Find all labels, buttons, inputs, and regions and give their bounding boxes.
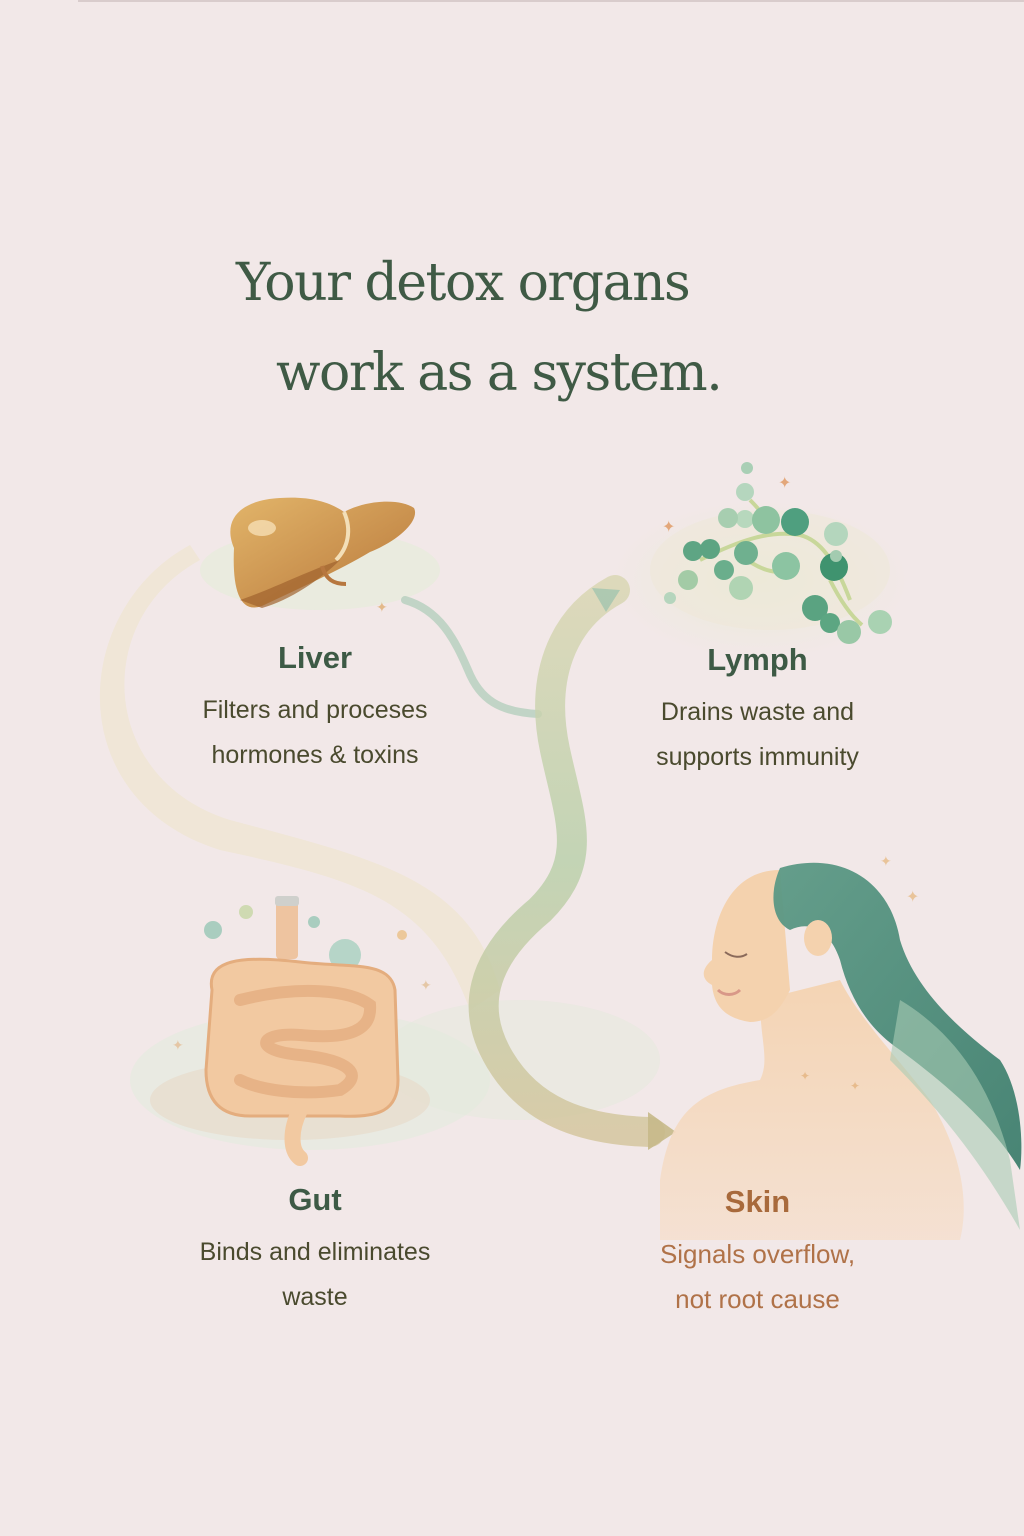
organ-card-gut: Gut Binds and eliminates waste (160, 1180, 470, 1320)
sparkle-icon: ✦ (778, 473, 791, 492)
top-divider (78, 0, 1024, 2)
organ-desc-line-2: waste (282, 1283, 348, 1311)
organ-desc-line-1: Signals overflow, (659, 1239, 856, 1269)
title-line-2: work as a system. (276, 343, 723, 403)
sparkle-icon: ✦ (906, 887, 919, 906)
sparkle-icon: ✦ (850, 1079, 860, 1093)
organ-desc-line-2: supports immunity (656, 743, 859, 771)
flow-arrow-liver-lymph (401, 596, 542, 718)
organ-card-liver: Liver Filters and proceses hormones & to… (160, 638, 470, 778)
organ-desc-line-2: hormones & toxins (211, 741, 419, 769)
sparkle-icon: ✦ (172, 1038, 184, 1054)
title-line-1: Your detox organs (236, 253, 691, 313)
organ-name: Lymph (707, 642, 808, 677)
arrowhead-up-icon (592, 588, 620, 612)
organ-desc-line-2: not root cause (675, 1284, 840, 1314)
organ-name: Liver (277, 640, 353, 675)
organ-desc-line-1: Drains waste and (660, 698, 855, 726)
sparkle-icon: ✦ (420, 978, 432, 994)
organ-desc-line-1: Binds and eliminates (199, 1238, 431, 1266)
sparkle-icon: ✦ (800, 1069, 810, 1083)
organ-card-lymph: Lymph Drains waste and supports immunity (605, 640, 910, 780)
sparkle-icon: ✦ (662, 517, 675, 536)
flow-arrow-main (468, 575, 676, 1150)
organ-name: Gut (288, 1182, 342, 1217)
lymph-node-icon: ✦ ✦ (650, 462, 892, 644)
liver-icon: ✦ (200, 497, 440, 616)
organ-name: Skin (724, 1184, 791, 1219)
sparkle-icon: ✦ (880, 854, 892, 870)
intestine-icon: ✦ ✦ (150, 896, 432, 1166)
arrowhead-right-icon (648, 1112, 676, 1150)
sparkle-icon: ✦ (376, 600, 388, 616)
woman-profile-icon: ✦ ✦ ✦ ✦ (660, 854, 1022, 1240)
organ-card-skin: Skin Signals overflow, not root cause (600, 1182, 915, 1322)
organ-desc-line-1: Filters and proceses (202, 696, 428, 724)
